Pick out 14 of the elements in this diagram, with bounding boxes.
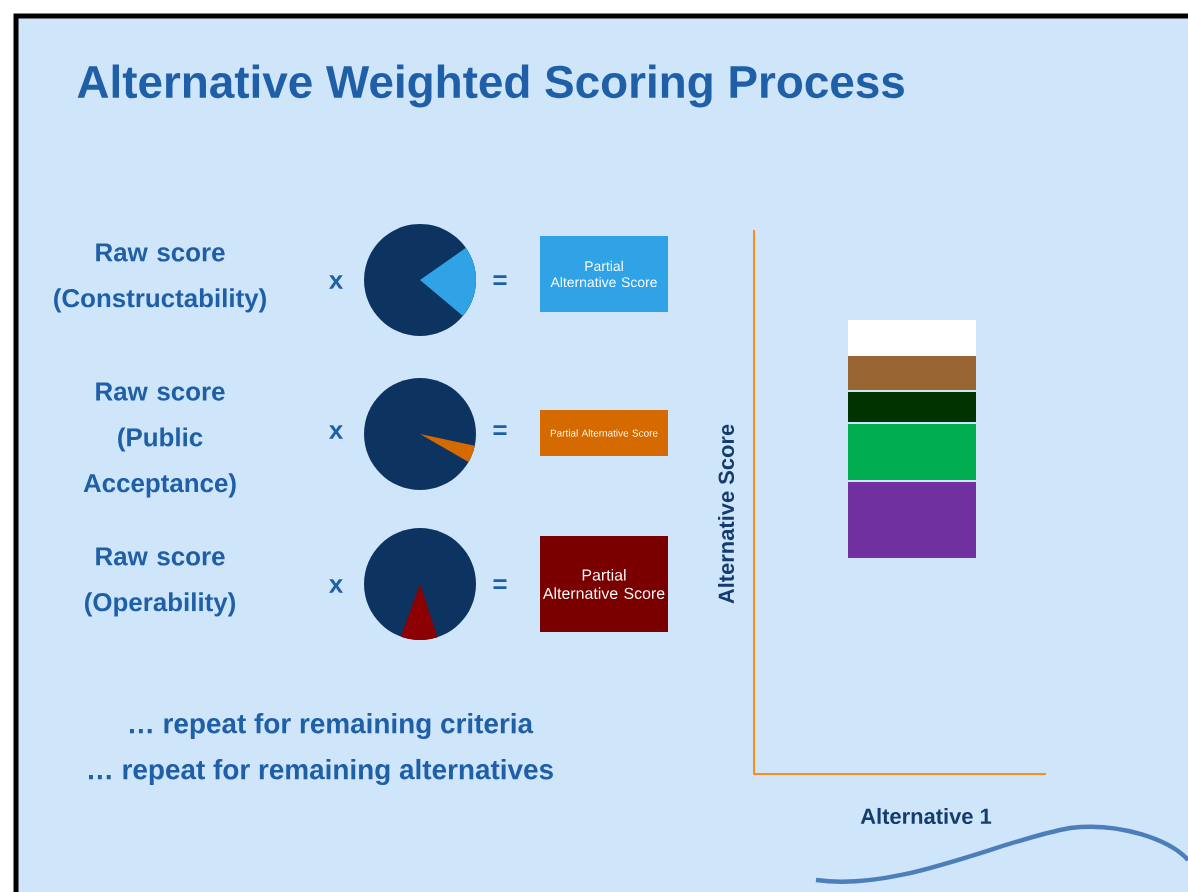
- criterion-label: Raw score (Public Acceptance): [83, 382, 236, 498]
- criterion-label: Raw score (Constructability): [54, 243, 266, 313]
- operator-sign: x: [329, 425, 344, 439]
- axis-label: Alternative 1: [860, 807, 992, 825]
- note-text: … repeat for remaining alternatives: [89, 758, 553, 786]
- criterion-label: Raw score (Operability): [85, 547, 235, 617]
- operator-sign: =: [493, 275, 507, 286]
- slide-title: Alternative Weighted Scoring Process: [77, 64, 904, 108]
- operator-sign: x: [329, 579, 344, 593]
- axis-label: Alternative Score: [717, 424, 735, 604]
- operator-sign: =: [493, 579, 507, 590]
- operator-sign: =: [493, 425, 507, 436]
- operator-sign: x: [329, 275, 344, 289]
- note-text: … repeat for remaining criteria: [130, 712, 534, 740]
